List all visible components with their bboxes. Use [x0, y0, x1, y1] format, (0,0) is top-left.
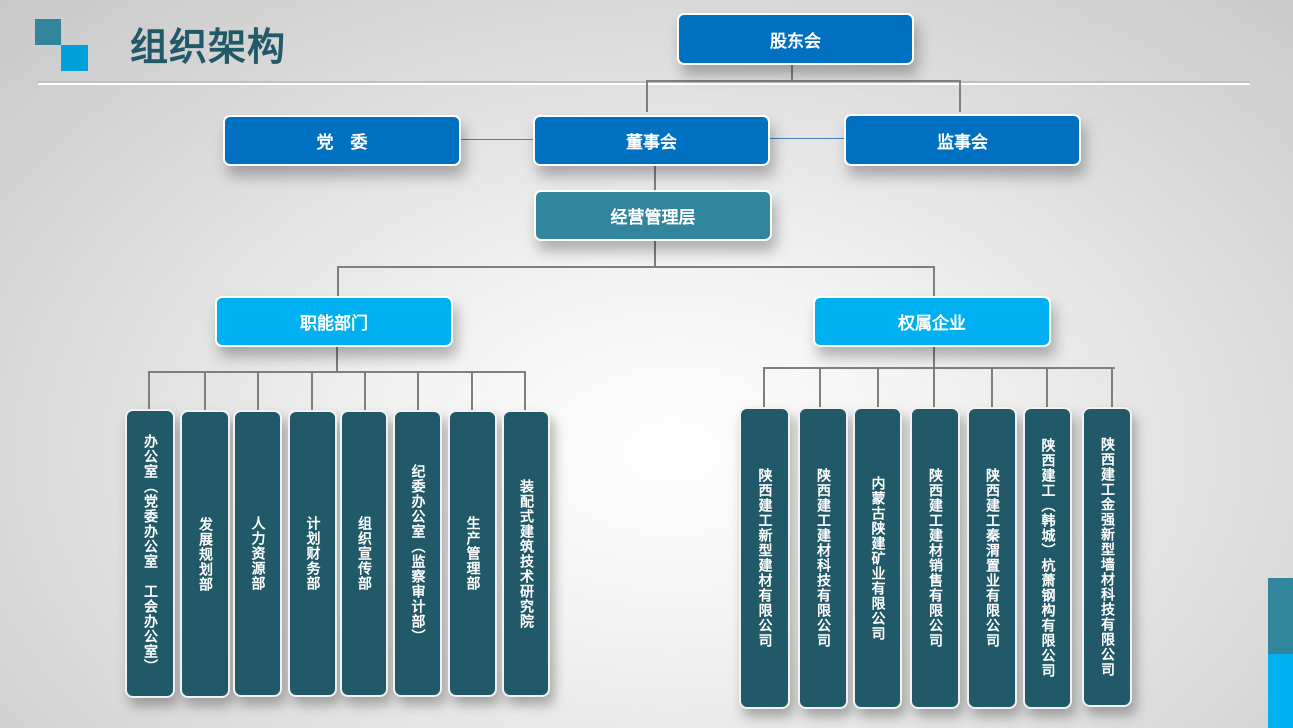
connector — [311, 371, 313, 410]
connector — [763, 367, 1115, 369]
connector — [337, 266, 935, 268]
subsidiary-box: 陕西建工建材科技有限公司 — [798, 407, 848, 709]
subsidiary-label: 内蒙古陕建矿业有限公司 — [869, 475, 886, 641]
connector — [471, 371, 473, 410]
party-committee-label: 党 委 — [316, 133, 368, 153]
department-box: 办公室（党委办公室 工会办公室） — [125, 409, 175, 698]
logo-square-teal — [35, 19, 61, 45]
supervisors-label: 监事会 — [937, 132, 988, 153]
subsidiaries-label: 权属企业 — [898, 314, 966, 334]
functional-departments-box: 职能部门 — [215, 296, 453, 347]
connector — [654, 166, 656, 190]
department-label: 装配式建筑技术研究院 — [518, 478, 534, 629]
connector — [336, 347, 338, 372]
page-title: 组织架构 — [130, 25, 287, 69]
department-box: 发展规划部 — [180, 410, 230, 698]
department-label: 人力资源部 — [249, 516, 266, 591]
connector — [933, 266, 935, 298]
subsidiary-label: 陕西建工秦渭置业有限公司 — [984, 468, 1000, 648]
party-committee-box: 党 委 — [223, 115, 461, 166]
connector — [204, 371, 206, 410]
subsidiary-label: 陕西建工建材销售有限公司 — [927, 468, 943, 648]
connector — [524, 371, 526, 410]
connector — [933, 347, 935, 369]
department-label: 组织宣传部 — [356, 516, 372, 591]
connector — [1111, 367, 1113, 407]
connector — [1046, 367, 1048, 407]
department-box: 装配式建筑技术研究院 — [502, 410, 550, 697]
shareholders-box: 股东会 — [677, 13, 914, 65]
connector — [991, 367, 993, 407]
subsidiary-box: 陕西建工秦渭置业有限公司 — [967, 407, 1017, 709]
department-label: 生产管理部 — [464, 516, 481, 591]
department-box: 人力资源部 — [233, 410, 282, 697]
functional-departments-label: 职能部门 — [300, 314, 368, 334]
title-divider — [38, 81, 1250, 85]
department-label: 纪委办公室（监察审计部） — [409, 463, 426, 644]
subsidiary-box: 陕西建工建材销售有限公司 — [910, 407, 960, 709]
subsidiary-label: 陕西建工新型建材有限公司 — [756, 468, 773, 648]
connector — [417, 371, 419, 410]
connector — [933, 367, 935, 407]
connector — [654, 241, 656, 267]
logo-square-blue — [61, 45, 88, 71]
connector — [364, 371, 366, 410]
board-box: 董事会 — [533, 115, 770, 166]
subsidiary-box: 陕西建工（韩城）杭萧钢构有限公司 — [1023, 407, 1072, 709]
subsidiary-label: 陕西建工建材科技有限公司 — [815, 468, 831, 648]
side-accent-teal — [1268, 578, 1293, 654]
connector — [763, 367, 765, 407]
department-label: 发展规划部 — [197, 516, 213, 592]
department-box: 计划财务部 — [288, 410, 337, 697]
shareholders-label: 股东会 — [770, 31, 821, 52]
connector — [646, 80, 648, 112]
department-label: 办公室（党委办公室 工会办公室） — [142, 433, 158, 674]
subsidiaries-box: 权属企业 — [813, 296, 1051, 347]
subsidiary-box: 陕西建工新型建材有限公司 — [739, 407, 790, 709]
connector — [791, 64, 793, 81]
connector — [148, 371, 150, 410]
subsidiary-box: 陕西建工金强新型墙材科技有限公司 — [1082, 407, 1132, 707]
connector — [337, 266, 339, 298]
side-accent-blue — [1268, 654, 1293, 728]
connector — [819, 367, 821, 407]
department-box: 生产管理部 — [448, 410, 497, 697]
subsidiary-box: 内蒙古陕建矿业有限公司 — [853, 407, 902, 709]
subsidiary-label: 陕西建工金强新型墙材科技有限公司 — [1099, 437, 1115, 677]
management-box: 经营管理层 — [534, 190, 772, 241]
connector — [148, 371, 526, 373]
connector — [959, 80, 961, 112]
subsidiary-label: 陕西建工（韩城）杭萧钢构有限公司 — [1039, 438, 1056, 678]
connector — [877, 367, 879, 407]
connector — [646, 80, 961, 82]
department-box: 纪委办公室（监察审计部） — [393, 410, 442, 697]
department-label: 计划财务部 — [304, 516, 321, 591]
connector — [460, 139, 535, 140]
board-label: 董事会 — [626, 133, 677, 153]
management-label: 经营管理层 — [610, 208, 696, 228]
department-box: 组织宣传部 — [340, 410, 388, 697]
supervisors-box: 监事会 — [844, 114, 1081, 166]
connector — [770, 138, 846, 139]
connector — [257, 371, 259, 410]
